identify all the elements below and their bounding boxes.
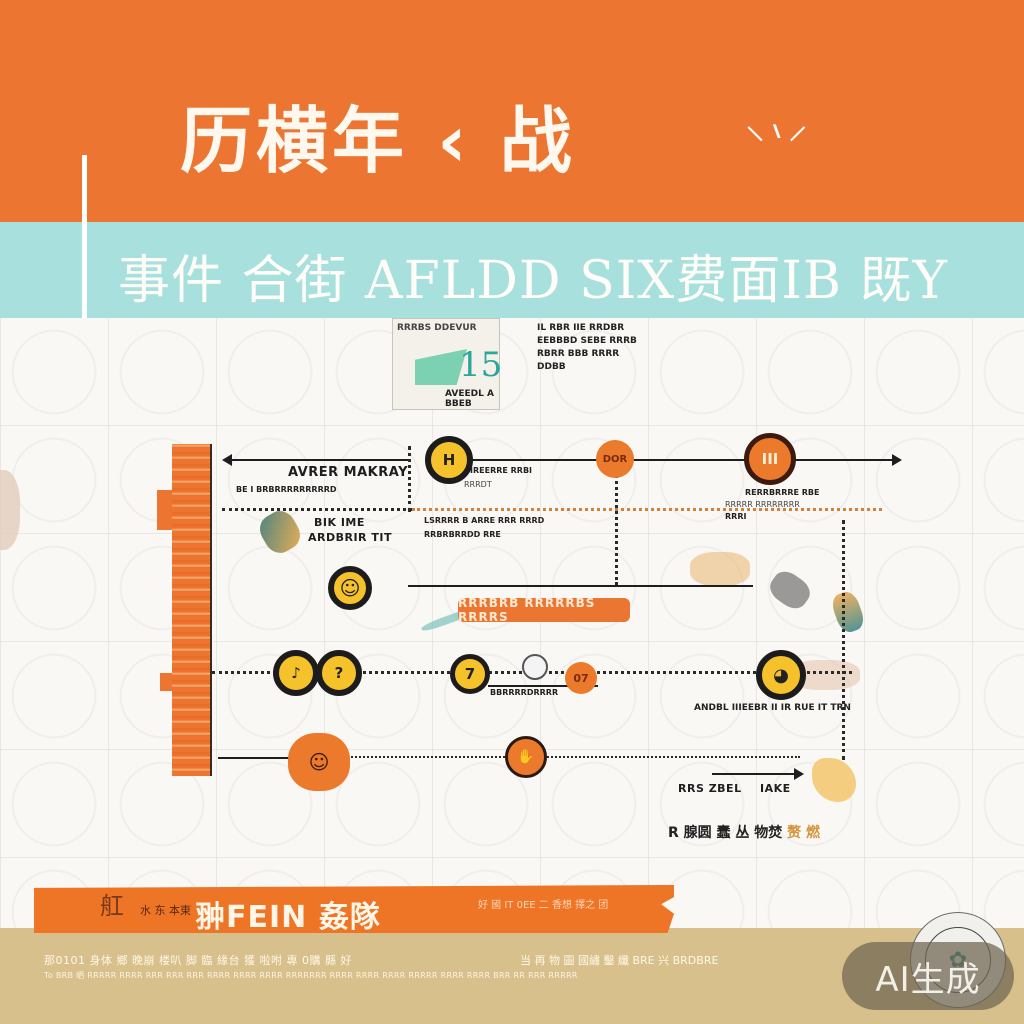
thumbnail-description: IL RBR IIE RRDBR EEBBBD SEBE RRRB RBRR B…: [537, 322, 637, 374]
footer-text: 那0101 身体 鄉 晚崩 楼叭 脚 臨 緣台 獲 啦咐 專 0購 縣 好: [44, 954, 352, 967]
caption-accent: 赘 燃: [787, 825, 821, 841]
node-caption: RRRDT: [464, 480, 492, 489]
footer-caption: R 腺圆 蠢 丛 物焚 赘 燃: [668, 822, 820, 842]
event-label: AVRER MAKRAY: [288, 465, 408, 480]
brush-stroke: [690, 552, 750, 586]
header-divider: [82, 155, 87, 340]
thumbnail-card: RRRBS DDEVUR 15 AVEEDL A BBEB: [392, 318, 503, 410]
event-pill[interactable]: RRRBRB RRRRRBS RRRRS: [458, 596, 630, 624]
banner-decoration: 舡: [100, 892, 124, 920]
timeline-arrow-right: [712, 768, 804, 780]
timeline-node[interactable]: 07: [565, 662, 597, 694]
timeline-node[interactable]: ?: [316, 650, 362, 696]
timeline-node[interactable]: ◕: [756, 650, 806, 700]
footer-text: 当 再 物 圖 國繡 鑿 纖 BRE 兴 BRDBRE: [520, 954, 719, 967]
banner-title: 翀FEIN 姦隊: [195, 900, 381, 935]
thumbnail-footer: AVEEDL A BBEB: [445, 389, 494, 409]
connector-dotted: [615, 470, 618, 585]
connector-dotted: [408, 446, 411, 512]
timeline-node[interactable]: DOR: [596, 440, 634, 478]
event-caption: ARDBRIR TIT: [308, 531, 392, 544]
caption-text: R 腺圆 蠢 丛 物焚: [668, 825, 783, 841]
timeline-node[interactable]: ♪: [273, 650, 319, 696]
character-icon: ☺: [288, 733, 350, 791]
node-caption: RRBRBRRDD RRE: [424, 530, 501, 539]
ai-generated-badge: AI生成: [842, 942, 1014, 1010]
timeline-line: [218, 757, 298, 759]
node-caption: LSRRRR B ARRE RRR RRRD: [424, 516, 545, 525]
footer-banner: [34, 885, 674, 933]
connector-dotted: [412, 508, 882, 511]
timeline-node[interactable]: 7: [450, 654, 490, 694]
page-subtitle: 事件 合街 AFLDD SIX费面IB 既Y: [118, 251, 948, 311]
banner-small: 水 东 本東: [140, 904, 191, 917]
timeline-line: [488, 685, 598, 687]
hand-icon: ✋: [505, 736, 547, 778]
node-caption: RRRRR RRRRRRRR: [725, 500, 800, 509]
node-caption: ANDBL IIIEEBR II IR RUE IT TRN: [694, 703, 851, 713]
footer-fineprint: To BRB 晒 RRRRR RRRR RRR RRR RRR RRRR RRR…: [44, 971, 578, 980]
bar-notch: [160, 673, 174, 691]
description-line: RBRR BBB RRRR: [537, 349, 620, 359]
header-band: [0, 0, 1024, 225]
timeline-node[interactable]: H: [425, 436, 473, 484]
title-decoration: ⸜៶⸝: [745, 102, 814, 148]
thumbnail-number: 15: [459, 345, 503, 385]
page-title: 历横年 ‹ 战: [180, 99, 576, 183]
arrow-label: IAKE: [760, 782, 791, 795]
timeline-line: [408, 585, 753, 587]
thumbnail-heading: RRRBS DDEVUR: [397, 323, 477, 333]
description-line: DDBB: [537, 362, 566, 372]
timeline-arrow-left: [222, 454, 410, 466]
fish-icon: [812, 758, 856, 802]
node-caption: BBRRRRDRRRR: [490, 688, 559, 697]
timeline-node[interactable]: ☺: [328, 566, 372, 610]
arrow-label: RRS ZBEL: [678, 782, 742, 795]
timeline-axis: [210, 444, 212, 776]
description-line: EEBBBD SEBE RRRB: [537, 336, 637, 346]
magnifier-icon: [522, 654, 548, 680]
event-caption: BIK IME: [314, 516, 365, 529]
description-line: IL RBR IIE RRDBR: [537, 323, 625, 333]
timeline-arrow-right: [470, 454, 902, 466]
subtitle-band: [0, 222, 1024, 318]
connector-dotted: [222, 508, 412, 511]
node-caption: RERRBRRRE RBE: [745, 488, 820, 497]
node-caption: IREERRE RRBI: [470, 466, 533, 475]
timeline-node[interactable]: III: [744, 433, 796, 485]
vertical-timeline-bar: [172, 444, 212, 776]
banner-note: 好 國 IT 0EE 二 香想 擇之 团: [478, 900, 609, 911]
event-sublabel: BE I BRBRRRRRRRRRD: [236, 485, 337, 494]
node-caption: RRRI: [725, 512, 747, 521]
connector-dotted: [340, 756, 800, 758]
brush-stroke: [0, 470, 20, 550]
bar-notch: [157, 490, 174, 530]
connector-dotted: [842, 520, 845, 760]
